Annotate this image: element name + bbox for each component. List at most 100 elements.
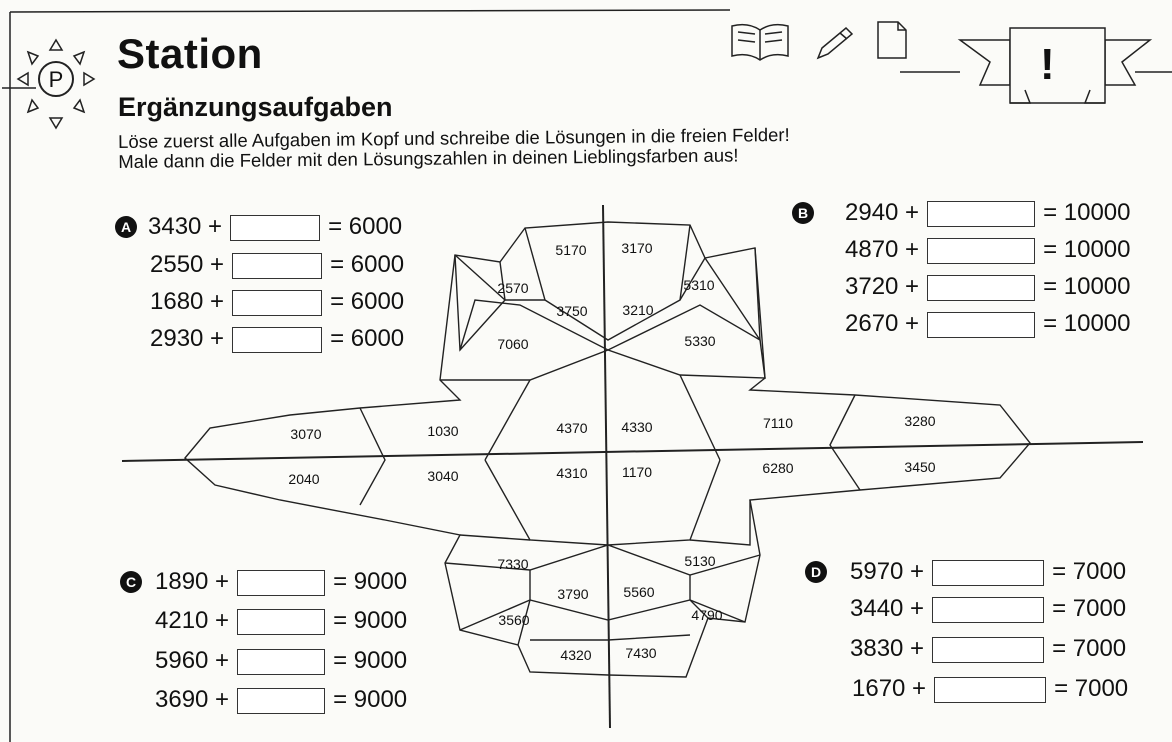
answer-field[interactable]: [232, 252, 323, 279]
puzzle-cell[interactable]: 3040: [427, 468, 459, 484]
answer-field[interactable]: [927, 274, 1036, 301]
answer-field[interactable]: [927, 311, 1036, 338]
puzzle-cell[interactable]: 1030: [427, 423, 459, 439]
sum: = 9000: [333, 647, 408, 674]
answer-field[interactable]: [237, 648, 326, 675]
page-icon: [877, 21, 907, 59]
sum: = 6000: [330, 325, 405, 352]
sun-rays-icon: [16, 38, 96, 130]
equation-b3: 3720 + = 10000: [845, 270, 1131, 304]
puzzle-cell[interactable]: 7060: [497, 336, 529, 352]
puzzle-cell[interactable]: 4790: [691, 607, 723, 623]
puzzle-cell[interactable]: 3210: [622, 302, 654, 318]
sum: = 7000: [1054, 675, 1129, 702]
puzzle-cell[interactable]: 2570: [497, 280, 529, 296]
sum: = 7000: [1052, 635, 1127, 662]
puzzle-cell[interactable]: 5130: [684, 553, 716, 569]
addend: 2550 +: [150, 251, 225, 278]
puzzle-cell[interactable]: 7110: [762, 415, 794, 431]
answer-field[interactable]: [927, 237, 1036, 264]
answer-field[interactable]: [932, 636, 1045, 663]
puzzle-cell[interactable]: 3750: [556, 303, 588, 319]
puzzle-cell[interactable]: 3170: [621, 240, 653, 256]
answer-field[interactable]: [934, 676, 1047, 703]
addend: 1670 +: [852, 675, 927, 702]
equation-a2: 2550 += 6000: [150, 248, 404, 282]
addend: 3830 +: [850, 635, 925, 662]
equation-d4: 1670 + = 7000: [852, 672, 1128, 706]
addend: 1890 +: [155, 568, 230, 595]
sum: = 9000: [333, 568, 408, 595]
addend: 1680 +: [150, 288, 225, 315]
sum: = 7000: [1052, 595, 1127, 622]
equation-a4: 2930 + = 6000: [150, 322, 404, 356]
puzzle-cell[interactable]: 4330: [621, 419, 653, 435]
puzzle-cell[interactable]: 4320: [560, 647, 592, 663]
equation-c3: 5960 + = 9000: [155, 644, 407, 678]
puzzle-cell[interactable]: 5170: [555, 242, 587, 258]
sum: = 9000: [333, 686, 408, 713]
equation-b2: 4870 + = 10000: [845, 233, 1131, 267]
addend: 5970 +: [850, 558, 925, 585]
sum: = 10000: [1043, 236, 1131, 263]
group-c-badge: C: [120, 571, 142, 593]
addend: 2930 +: [150, 325, 225, 352]
sum: = 10000: [1043, 199, 1131, 226]
puzzle-cell[interactable]: 3560: [498, 612, 530, 628]
addend: 2940 +: [845, 199, 920, 226]
puzzle-cell[interactable]: 3070: [290, 426, 322, 442]
vertical-axis: [602, 204, 611, 729]
puzzle-cell[interactable]: 2040: [288, 471, 320, 487]
puzzle-cell[interactable]: 3450: [904, 459, 936, 475]
addend: 3690 +: [155, 686, 230, 713]
equation-c1: 1890 + = 9000: [155, 565, 407, 599]
equation-c2: 4210 += 9000: [155, 604, 407, 638]
sum: = 10000: [1043, 273, 1131, 300]
equation-c4: 3690 + = 9000: [155, 683, 407, 717]
sum: = 10000: [1043, 310, 1131, 337]
equation-a1: 3430 + = 6000: [148, 210, 402, 244]
answer-field[interactable]: [927, 200, 1036, 227]
puzzle-cell[interactable]: 7330: [497, 556, 529, 572]
puzzle-cell[interactable]: 6280: [762, 460, 794, 476]
answer-field[interactable]: [932, 559, 1045, 586]
equation-b4: 2670 + = 10000: [845, 307, 1131, 341]
puzzle-cell[interactable]: 3790: [557, 586, 589, 602]
puzzle-cell[interactable]: 7430: [625, 645, 657, 661]
answer-field[interactable]: [232, 326, 323, 353]
addend: 4870 +: [845, 236, 920, 263]
answer-field[interactable]: [232, 289, 323, 316]
pencil-icon: [816, 26, 854, 60]
equation-d3: 3830 + = 7000: [850, 632, 1126, 666]
puzzle-cell[interactable]: 4310: [556, 465, 588, 481]
answer-field[interactable]: [230, 214, 321, 241]
puzzle-cell[interactable]: 3280: [904, 413, 936, 429]
addend: 5960 +: [155, 647, 230, 674]
instructions: Löse zuerst alle Aufgaben im Kopf und sc…: [118, 124, 790, 172]
book-icon: [731, 23, 789, 61]
addend: 3440 +: [850, 595, 925, 622]
page-subtitle: Ergänzungsaufgaben: [118, 92, 393, 122]
group-d-badge: D: [805, 561, 827, 583]
addend: 3720 +: [845, 273, 920, 300]
answer-field[interactable]: [237, 687, 326, 714]
puzzle-cell[interactable]: 5310: [683, 277, 715, 293]
puzzle-cell[interactable]: 5330: [684, 333, 716, 349]
answer-field[interactable]: [932, 596, 1045, 623]
group-b-badge: B: [792, 202, 814, 224]
addend: 2670 +: [845, 310, 920, 337]
addend: 3430 +: [148, 213, 223, 240]
puzzle-cell[interactable]: 4370: [556, 420, 588, 436]
sum: = 6000: [330, 288, 405, 315]
answer-field[interactable]: [237, 569, 326, 596]
group-a-badge: A: [115, 216, 137, 238]
sum: = 9000: [333, 607, 408, 634]
answer-field[interactable]: [237, 608, 326, 635]
equation-d2: 3440 + = 7000: [850, 592, 1126, 626]
sum: = 6000: [328, 213, 403, 240]
equation-b1: 2940 + = 10000: [845, 196, 1131, 230]
puzzle-cell[interactable]: 1170: [621, 464, 653, 480]
puzzle-cell[interactable]: 5560: [623, 584, 655, 600]
banner-ribbon: [957, 27, 1153, 104]
